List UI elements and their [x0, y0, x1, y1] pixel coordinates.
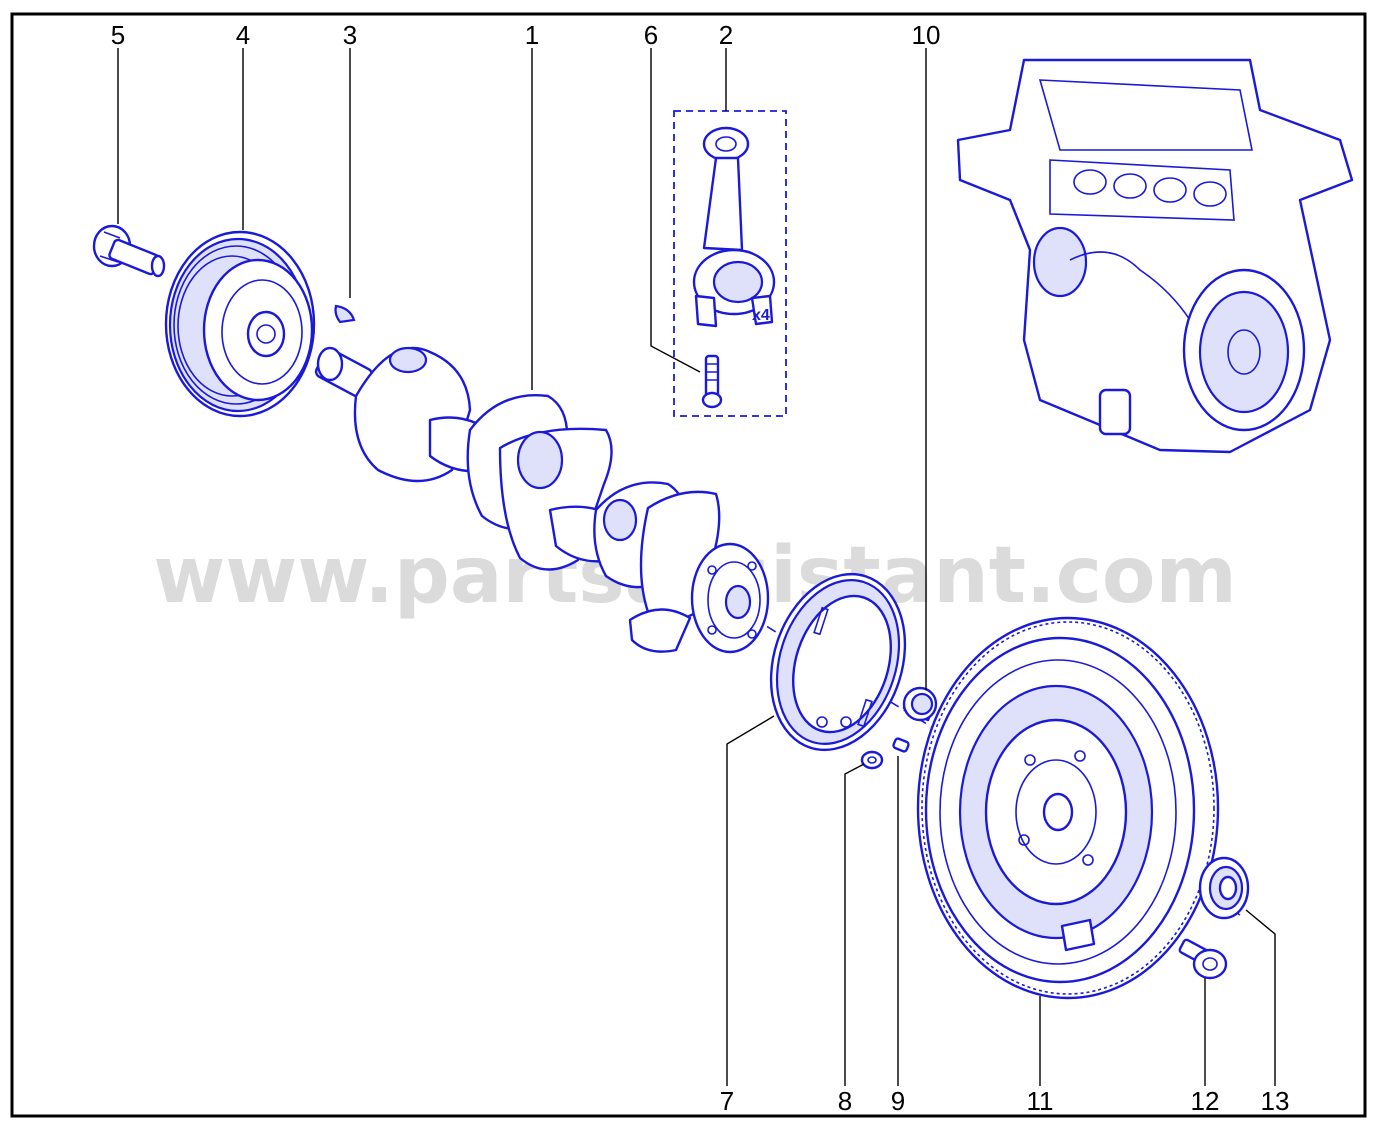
part-9-dowel-pin[interactable]	[892, 737, 910, 753]
leader-lines	[117, 48, 1276, 1086]
part-6-connecting-rod-bolt[interactable]	[701, 354, 723, 409]
callout-12: 12	[1191, 1086, 1220, 1116]
part-12-flywheel-bolt[interactable]	[1178, 938, 1228, 980]
callout-2: 2	[719, 20, 733, 50]
part-4-crankshaft-pulley[interactable]	[164, 230, 316, 418]
callout-5: 5	[111, 20, 125, 50]
callout-labels: 5 4 3 1 6 2 10 7 8 9 11 12 13	[111, 20, 1290, 1116]
callout-4: 4	[236, 20, 250, 50]
callout-8: 8	[838, 1086, 852, 1116]
part-5-pulley-bolt[interactable]	[92, 224, 166, 278]
part-13-oil-seal[interactable]	[1198, 856, 1250, 920]
engine-overview-inset	[956, 58, 1354, 454]
callout-6: 6	[644, 20, 658, 50]
callout-13: 13	[1261, 1086, 1290, 1116]
connecting-rod-group-box	[673, 110, 787, 417]
callout-1: 1	[525, 20, 539, 50]
callout-11: 11	[1027, 1086, 1054, 1116]
part-10-spigot-bush[interactable]	[902, 686, 938, 722]
quantity-note: x4	[752, 307, 770, 324]
part-8-screw[interactable]	[860, 750, 884, 770]
callout-3: 3	[343, 20, 357, 50]
part-3-woodruff-key[interactable]	[334, 304, 356, 324]
part-7-reluctor-ring[interactable]	[749, 557, 926, 768]
diagram-frame	[10, 12, 1367, 1118]
callout-10: 10	[912, 20, 941, 50]
callout-7: 7	[720, 1086, 734, 1116]
callout-9: 9	[891, 1086, 905, 1116]
part-11-flywheel[interactable]	[916, 616, 1220, 1000]
part-1-crankshaft[interactable]	[314, 346, 770, 654]
part-2-connecting-rod[interactable]: x4	[673, 110, 787, 417]
